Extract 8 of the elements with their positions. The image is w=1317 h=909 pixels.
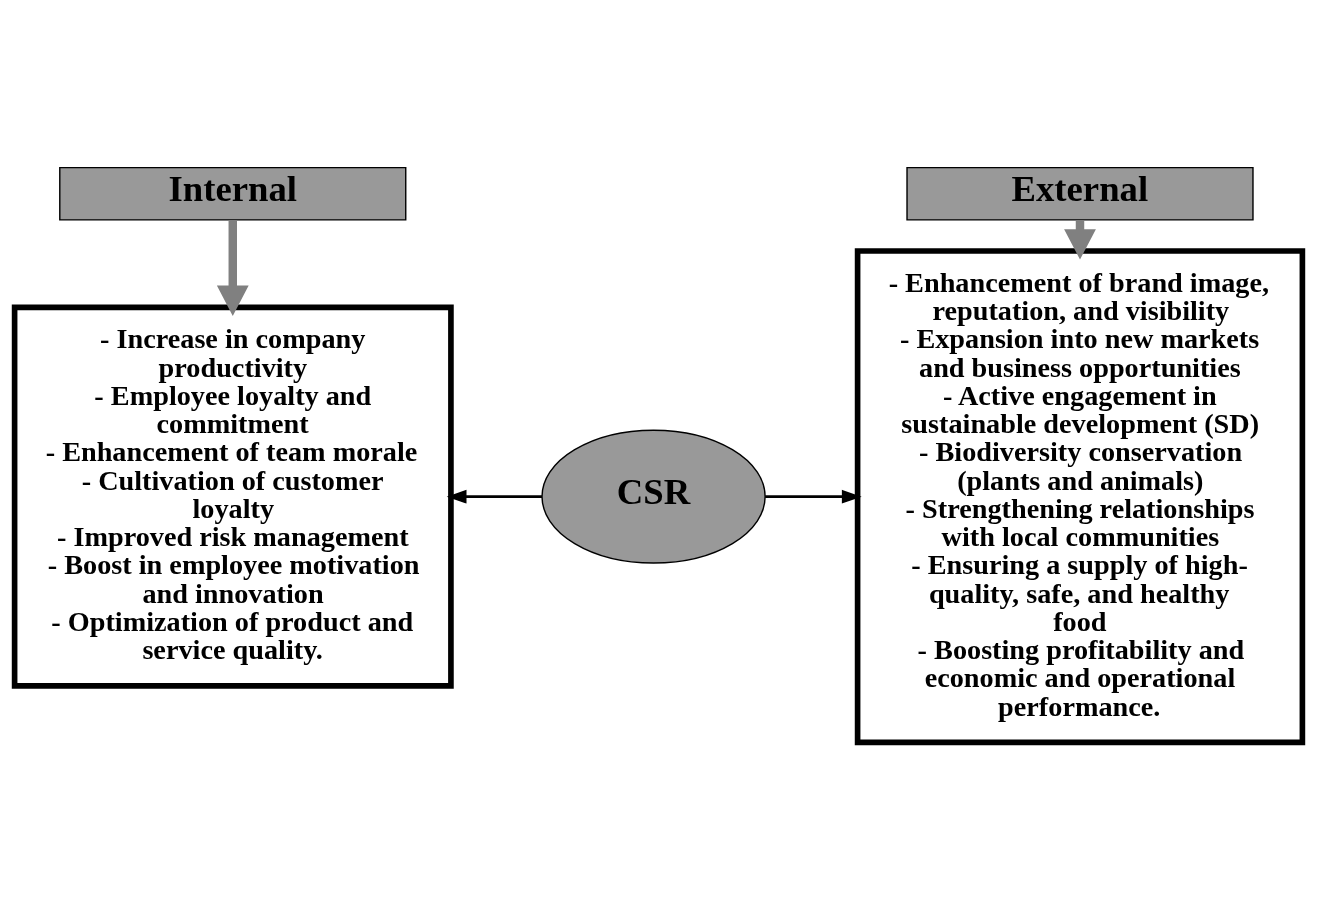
arrow <box>216 219 249 316</box>
node-box: Internal <box>59 166 407 221</box>
node-ellipse: CSR <box>541 429 766 564</box>
node-box: - Enhancement of brand image, reputation, and visibility - Expansion into new markets and business opportunities - Active engagement in sustainable development (SD) - Biodiversity conservation (plants and animals) - Strengthening relationships with local communities - Ensuring a supply of high-quality, safe, and healthy food - Boosting profitability and economic and operational performance. <box>854 247 1306 745</box>
arrow <box>765 489 862 504</box>
node-box: External <box>906 166 1254 221</box>
node-box: - Increase in company productivity - Employee loyalty and commitment - Enhancement of team morale - Cultivation of customer loyalty - Improved risk management - Boost in employee motivation and innovation - Optimization of product and service quality. <box>11 304 454 689</box>
arrow <box>446 489 542 504</box>
